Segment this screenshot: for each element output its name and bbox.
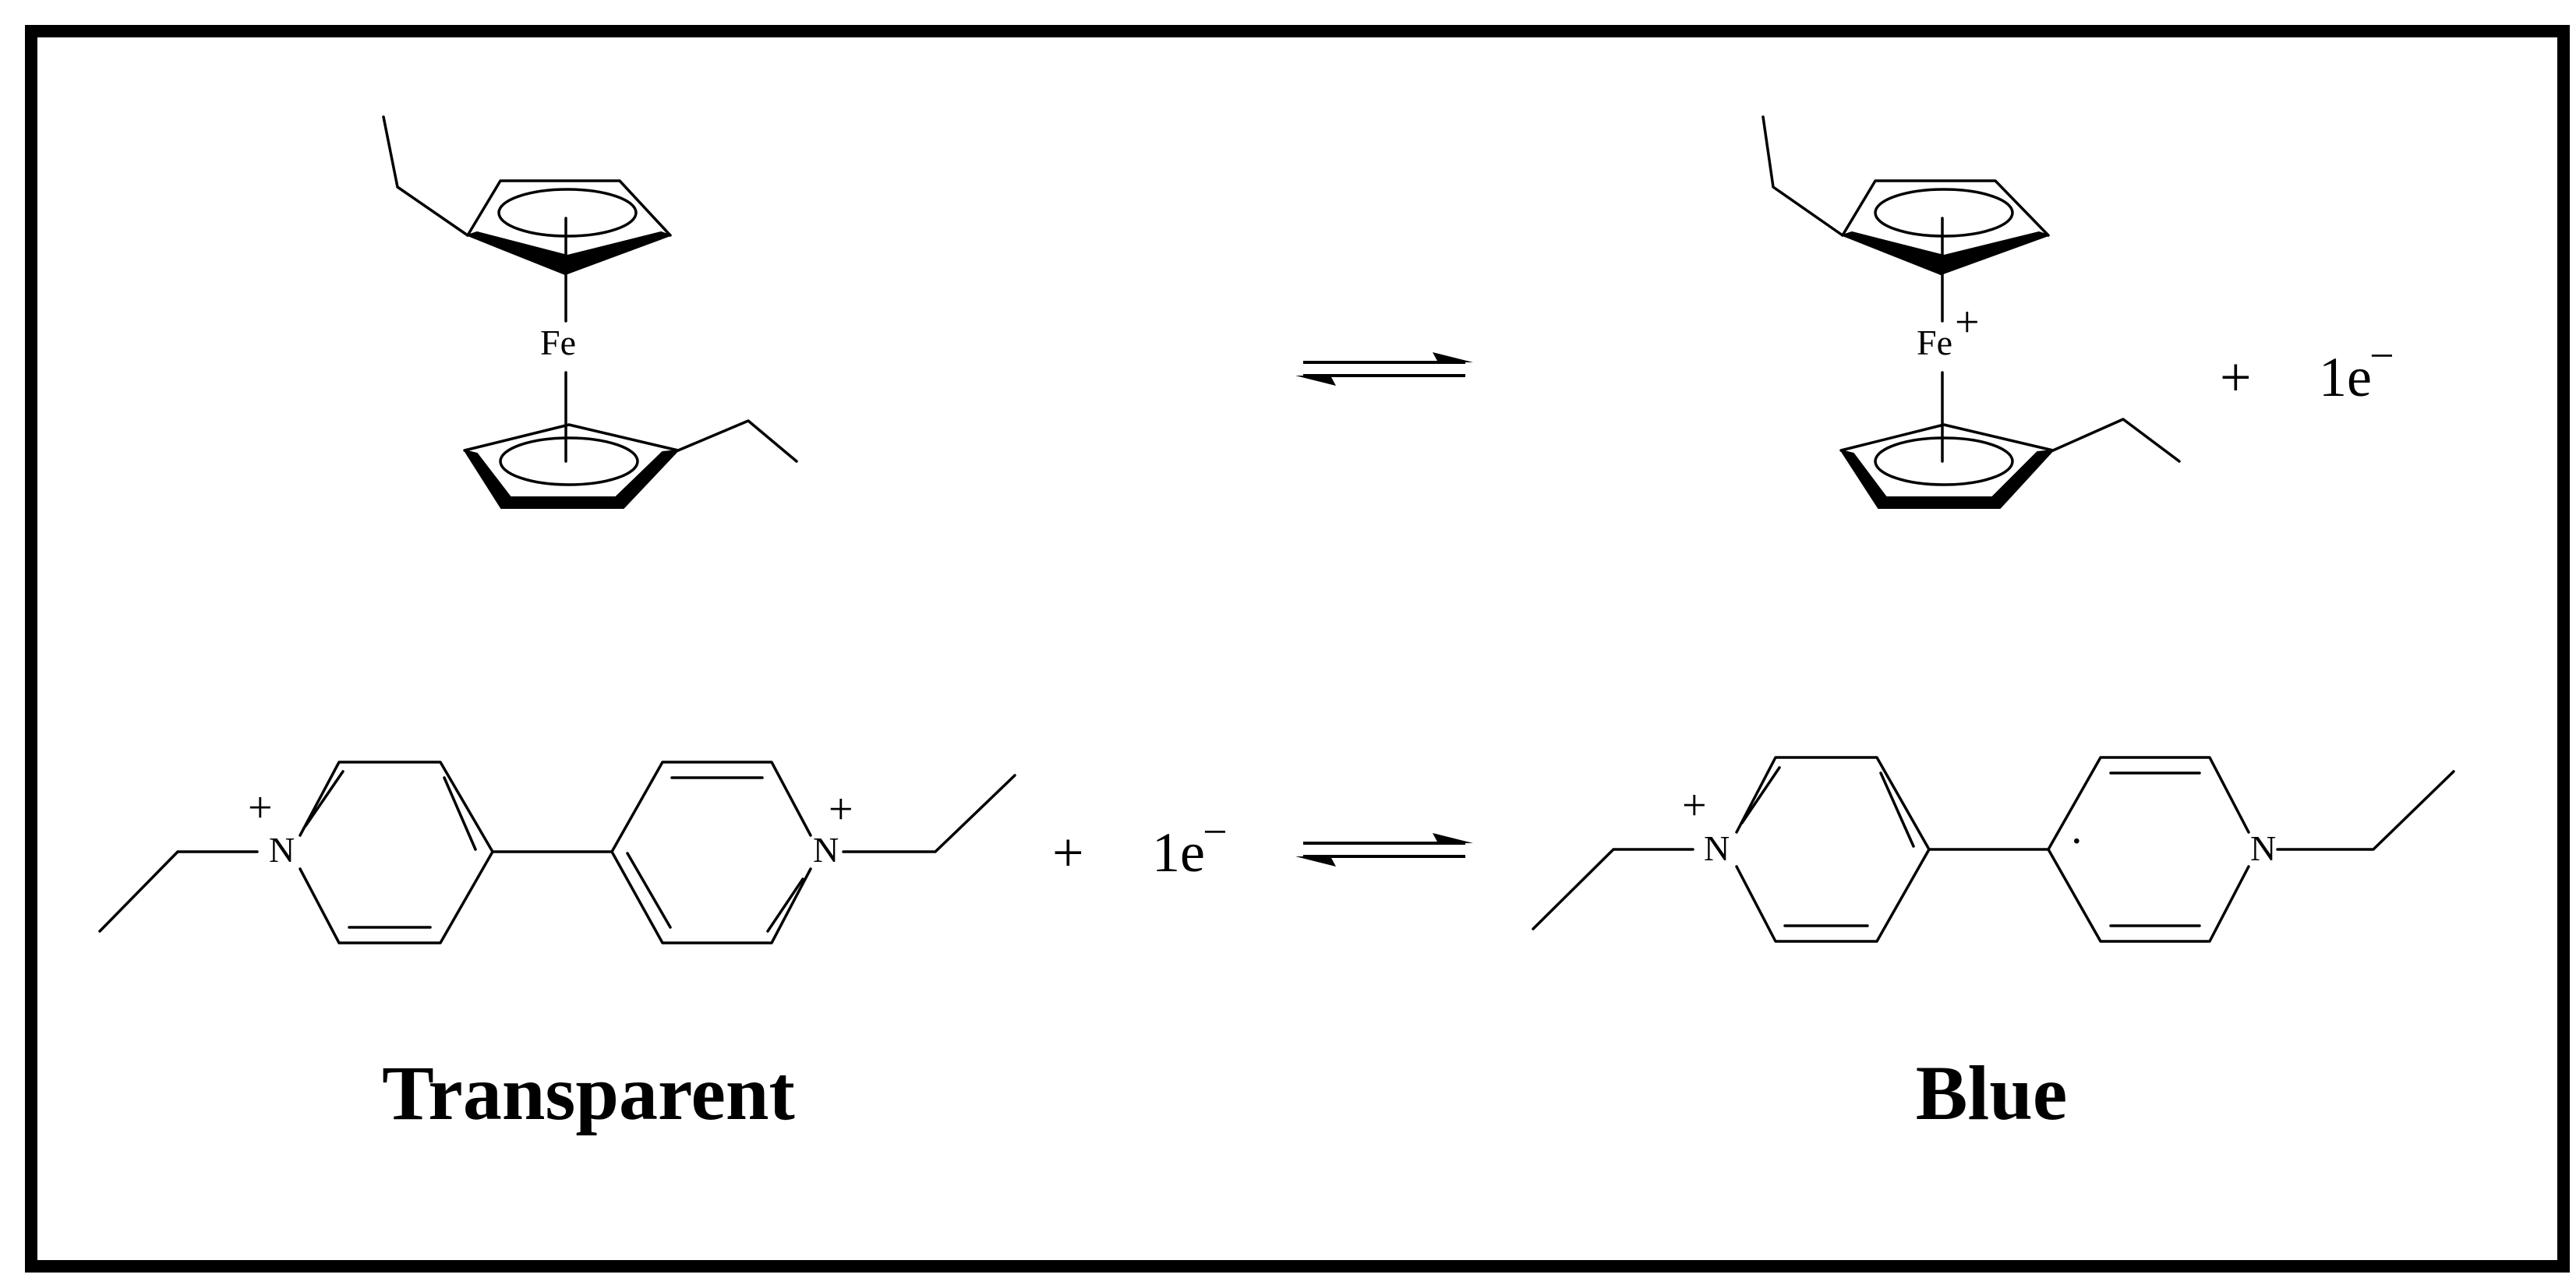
pyridinium-ring-left (299, 761, 494, 944)
n-atom: N (1704, 828, 1730, 868)
electron-label: 1e (2319, 346, 2372, 408)
equilibrium-arrow-1 (1295, 352, 1473, 386)
n-positive-charge: + (248, 784, 273, 832)
equilibrium-arrow-2 (1295, 833, 1473, 867)
ferrocenium-product: Fe + (1762, 115, 2181, 509)
ethyl-group (2276, 770, 2455, 851)
ethyl-group (842, 774, 1016, 853)
bottom-cp-ring (1839, 418, 2181, 509)
pyridinyl-radical-ring (2047, 756, 2250, 943)
fe-atom: Fe (1917, 323, 1952, 362)
n-atom: N (2250, 828, 2276, 868)
n-positive-charge: + (1682, 782, 1707, 830)
diethylferrocene-reactant: Fe (382, 115, 798, 509)
ethylviologen-dication: N + N + (98, 761, 1016, 944)
pyridinium-ring-left (1735, 756, 1931, 943)
electron-charge: − (1203, 808, 1228, 856)
radical-dot: · (2069, 817, 2084, 866)
plus-sign: + (1052, 821, 1084, 884)
n-atom: N (813, 830, 839, 870)
ethylviologen-radical-cation: N + · N (1532, 756, 2455, 943)
electron-charge: − (2369, 332, 2394, 380)
n-positive-charge: + (829, 785, 853, 834)
plus-sign: + (2220, 346, 2252, 408)
fe-atom: Fe (540, 323, 576, 362)
label-transparent: Transparent (382, 1050, 795, 1136)
top-cp-ring (1762, 115, 2050, 275)
pyridinium-ring-right (610, 761, 812, 944)
top-cp-ring (382, 115, 672, 275)
n-atom: N (269, 830, 295, 870)
fe-positive-charge: + (1955, 298, 1980, 347)
electron-label: 1e (1152, 821, 1205, 884)
figure-border (25, 25, 2570, 1273)
bottom-cp-ring (463, 419, 798, 509)
ethyl-group (1532, 848, 1694, 930)
ethyl-group (98, 850, 259, 933)
label-blue: Blue (1916, 1050, 2067, 1136)
